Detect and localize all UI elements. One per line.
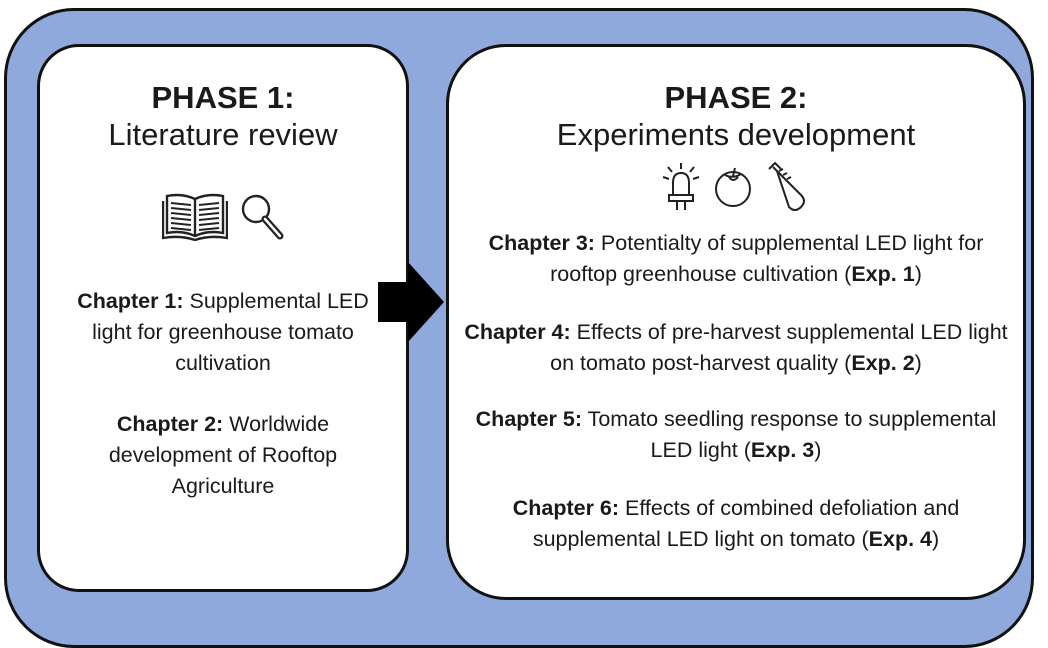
chapter-3-description: Potentialty of supplemental LED light fo… xyxy=(550,231,984,286)
chapter-6-description: Effects of combined defoliation and supp… xyxy=(532,496,960,551)
phase1-icons xyxy=(40,180,406,256)
chapter-2-description: Worldwide development of Rooftop Agricul… xyxy=(108,412,338,498)
chapter-6-end: ) xyxy=(932,527,940,551)
magnifier-icon xyxy=(238,191,284,246)
chapter-5-description: Tomato seedling response to supplemental… xyxy=(581,407,997,462)
chapter-2-label: Chapter 2: xyxy=(116,412,224,436)
chapter-1-description: Supplemental LED light for greenhouse to… xyxy=(92,289,369,375)
book-icon xyxy=(161,191,229,246)
chapter-5-text: Chapter 5: Tomato seedling response to s… xyxy=(456,404,1016,466)
phase2-icons xyxy=(449,160,1023,216)
chapter-4-label: Chapter 4: xyxy=(464,320,571,344)
chapter-6-text: Chapter 6: Effects of combined defoliati… xyxy=(456,493,1016,555)
chapter-6-exp: Exp. 4 xyxy=(868,527,932,551)
chapter-5-label: Chapter 5: xyxy=(475,407,582,431)
chapter-1-label: Chapter 1: xyxy=(77,289,184,313)
test-tube-icon xyxy=(765,161,811,216)
chapter-3-exp: Exp. 1 xyxy=(851,262,915,286)
right-arrow-icon xyxy=(378,262,444,342)
phase1-panel: PHASE 1: Literature review xyxy=(37,44,409,592)
chapter-4-text: Chapter 4: Effects of pre-harvest supple… xyxy=(456,317,1016,379)
led-bulb-icon xyxy=(661,161,701,216)
chapter-5-end: ) xyxy=(814,438,822,462)
phase2-title: PHASE 2: xyxy=(664,80,808,115)
phase1-title: PHASE 1: xyxy=(151,80,295,115)
tomato-icon xyxy=(711,161,755,216)
chapter-2-text: Chapter 2: Worldwide development of Roof… xyxy=(73,409,373,502)
chapter-5-exp: Exp. 3 xyxy=(750,438,815,462)
chapter-4-description: Effects of pre-harvest supplemental LED … xyxy=(550,320,1008,375)
chapter-3-end: ) xyxy=(914,262,922,286)
chapter-1-text: Chapter 1: Supplemental LED light for gr… xyxy=(73,286,373,379)
chapter-3-label: Chapter 3: xyxy=(488,231,595,255)
chapter-6-label: Chapter 6: xyxy=(512,496,620,520)
chapter-4-end: ) xyxy=(914,351,922,375)
phase1-subtitle: Literature review xyxy=(108,117,338,152)
chapter-4-exp: Exp. 2 xyxy=(851,351,915,375)
phase2-subtitle: Experiments development xyxy=(556,117,916,152)
phase2-panel: PHASE 2: Experiments development xyxy=(446,44,1026,600)
chapter-3-text: Chapter 3: Potentialty of supplemental L… xyxy=(456,228,1016,290)
